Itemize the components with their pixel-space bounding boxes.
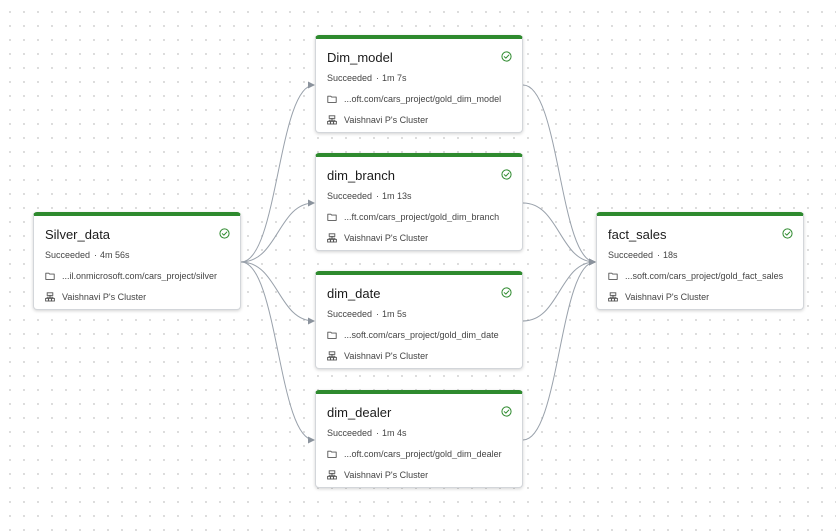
duration-text: 4m 56s — [100, 250, 130, 260]
success-check-icon — [501, 51, 512, 62]
edge-arrowhead — [308, 436, 315, 444]
separator: · — [94, 250, 98, 260]
cluster-row[interactable]: Vaishnavi P's Cluster — [327, 470, 514, 480]
cluster-name[interactable]: Vaishnavi P's Cluster — [344, 470, 429, 480]
notebook-path-row[interactable]: ...ft.com/cars_project/gold_dim_branch — [327, 212, 514, 222]
status-text: Succeeded — [327, 428, 373, 438]
status-text: Succeeded — [608, 250, 654, 260]
cluster-icon — [327, 115, 337, 125]
cluster-icon — [327, 233, 337, 243]
duration-text: 1m 13s — [382, 191, 412, 201]
folder-icon — [45, 272, 55, 280]
notebook-path[interactable]: ...oft.com/cars_project/gold_dim_dealer — [344, 449, 502, 459]
notebook-path[interactable]: ...il.onmicrosoft.com/cars_project/silve… — [62, 271, 218, 281]
edge-arrowhead — [589, 258, 596, 266]
edge-silver-to-dim-model — [240, 84, 315, 263]
status-text: Succeeded — [327, 73, 373, 83]
cluster-icon — [45, 292, 55, 302]
notebook-path-row[interactable]: ...oft.com/cars_project/gold_dim_dealer — [327, 449, 514, 459]
folder-icon — [327, 331, 337, 339]
edge-dim-model-to-fact-sales — [522, 84, 596, 263]
success-check-icon — [501, 287, 512, 298]
notebook-path-row[interactable]: ...oft.com/cars_project/gold_dim_model — [327, 94, 514, 104]
separator: · — [376, 191, 380, 201]
edge-dim-dealer-to-fact-sales — [522, 261, 596, 441]
cluster-row[interactable]: Vaishnavi P's Cluster — [608, 292, 795, 302]
edge-arrowhead — [308, 81, 315, 89]
task-title: dim_dealer — [327, 405, 392, 420]
folder-icon — [327, 95, 337, 103]
status-text: Succeeded — [327, 191, 373, 201]
edge-dim-date-to-fact-sales — [522, 261, 596, 322]
duration-text: 1m 7s — [382, 73, 407, 83]
success-check-icon — [501, 406, 512, 417]
edge-arrowhead — [308, 317, 315, 325]
task-title: fact_sales — [608, 227, 667, 242]
task-status-line: Succeeded·1m 7s — [327, 73, 407, 83]
task-title: Silver_data — [45, 227, 111, 242]
cluster-icon — [327, 470, 337, 480]
task-title: dim_date — [327, 286, 381, 301]
duration-text: 1m 5s — [382, 309, 407, 319]
status-text: Succeeded — [45, 250, 91, 260]
cluster-name[interactable]: Vaishnavi P's Cluster — [344, 233, 429, 243]
notebook-path-row[interactable]: ...soft.com/cars_project/gold_dim_date — [327, 330, 514, 340]
edge-dim-branch-to-fact-sales — [522, 202, 596, 263]
cluster-name[interactable]: Vaishnavi P's Cluster — [344, 351, 429, 361]
notebook-path-row[interactable]: ...soft.com/cars_project/gold_fact_sales — [608, 271, 795, 281]
success-check-icon — [782, 228, 793, 239]
cluster-icon — [608, 292, 618, 302]
separator: · — [376, 428, 380, 438]
separator: · — [376, 73, 380, 83]
task-status-line: Succeeded·1m 4s — [327, 428, 407, 438]
notebook-path[interactable]: ...soft.com/cars_project/gold_fact_sales — [625, 271, 784, 281]
notebook-path-row[interactable]: ...il.onmicrosoft.com/cars_project/silve… — [45, 271, 232, 281]
folder-icon — [608, 272, 618, 280]
cluster-row[interactable]: Vaishnavi P's Cluster — [327, 351, 514, 361]
success-check-icon — [219, 228, 230, 239]
cluster-row[interactable]: Vaishnavi P's Cluster — [45, 292, 232, 302]
edge-silver-to-dim-branch — [240, 202, 315, 263]
edge-silver-to-dim-dealer — [240, 261, 315, 441]
task-status-line: Succeeded·1m 5s — [327, 309, 407, 319]
success-check-icon — [501, 169, 512, 180]
separator: · — [657, 250, 661, 260]
task-status-line: Succeeded·1m 13s — [327, 191, 412, 201]
cluster-name[interactable]: Vaishnavi P's Cluster — [62, 292, 147, 302]
cluster-name[interactable]: Vaishnavi P's Cluster — [344, 115, 429, 125]
folder-icon — [327, 213, 337, 221]
notebook-path[interactable]: ...soft.com/cars_project/gold_dim_date — [344, 330, 499, 340]
folder-icon — [327, 450, 337, 458]
cluster-row[interactable]: Vaishnavi P's Cluster — [327, 115, 514, 125]
separator: · — [376, 309, 380, 319]
duration-text: 1m 4s — [382, 428, 407, 438]
status-text: Succeeded — [327, 309, 373, 319]
task-title: dim_branch — [327, 168, 395, 183]
cluster-icon — [327, 351, 337, 361]
task-status-line: Succeeded·18s — [608, 250, 678, 260]
duration-text: 18s — [663, 250, 678, 260]
task-title: Dim_model — [327, 50, 393, 65]
cluster-name[interactable]: Vaishnavi P's Cluster — [625, 292, 710, 302]
task-status-line: Succeeded·4m 56s — [45, 250, 130, 260]
edge-arrowhead — [308, 199, 315, 207]
cluster-row[interactable]: Vaishnavi P's Cluster — [327, 233, 514, 243]
notebook-path[interactable]: ...oft.com/cars_project/gold_dim_model — [344, 94, 502, 104]
edge-silver-to-dim-date — [240, 261, 315, 322]
notebook-path[interactable]: ...ft.com/cars_project/gold_dim_branch — [344, 212, 500, 222]
